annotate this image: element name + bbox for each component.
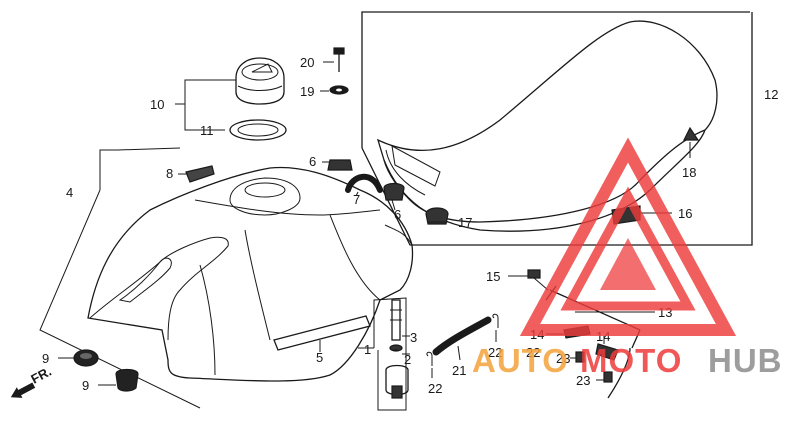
watermark-text: AUTO MOTO HUB [472,342,783,379]
washer-19 [320,85,349,95]
part-label-12: 12 [764,87,778,102]
part-label-22a: 22 [428,381,442,396]
part-label-22b: 22 [488,345,502,360]
part-label-18: 18 [682,165,696,180]
fuel-tank [87,166,414,382]
bolt-20 [323,47,345,72]
clip-22b [492,313,499,342]
clip-22a [426,351,433,378]
cap-gasket [229,119,287,141]
part-label-20: 20 [300,55,314,70]
part-label-4: 4 [66,185,73,200]
watermark-hub: HUB [708,342,783,379]
part-label-2: 2 [404,352,411,367]
seat-stopper-18 [683,126,700,158]
part-label-8: 8 [166,166,173,181]
bolt-23a [570,351,585,363]
bracket-4 [39,147,201,409]
bolt-23b [596,371,613,383]
bracket-10-11 [175,79,236,131]
bolt-15 [508,269,549,291]
grommet-9-top [58,349,99,367]
part-label-23b: 23 [576,373,590,388]
part-label-23a: 23 [556,351,570,366]
seat-cushion-17 [425,207,449,225]
part-label-11: 11 [200,123,214,138]
cushion-6-side [383,182,405,211]
part-label-9-bottom: 9 [82,378,89,393]
watermark-moto: MOTO [580,342,682,379]
latch-14b [595,336,619,361]
seat [376,20,718,232]
front-direction-arrow [10,382,36,398]
watermark-logo [519,137,737,336]
watermark-auto: AUTO [472,342,569,379]
fuel-cap [235,57,285,105]
part-label-19: 19 [300,84,314,99]
part-label-22c: 22 [526,345,540,360]
part-label-9-top: 9 [42,351,49,366]
part-label-15: 15 [486,269,500,284]
tank-strap-5 [273,315,371,352]
cushion-6-top [322,159,353,171]
part-label-21: 21 [452,363,466,378]
part-label-16: 16 [678,206,692,221]
part-label-17: 17 [458,215,472,230]
breather-tube-7 [345,173,383,197]
part-label-5: 5 [316,350,323,365]
part-label-7: 7 [353,192,360,207]
part-label-10: 10 [150,97,164,112]
fuel-valve [385,299,410,399]
part-label-3: 3 [410,330,417,345]
part-label-6-side: 6 [394,207,401,222]
part-label-1: 1 [364,342,371,357]
fuel-hose-21 [432,316,492,361]
emblem-8 [178,165,215,183]
grommet-9-bottom [98,368,139,392]
part-label-6-top: 6 [309,154,316,169]
